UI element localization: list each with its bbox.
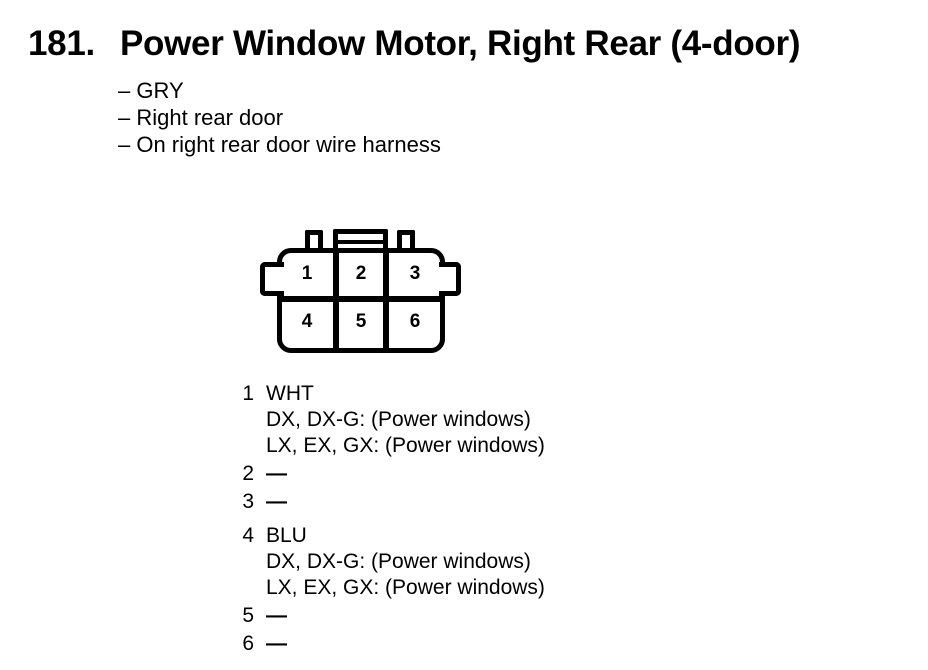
pin-number: 5 (242, 604, 254, 627)
pin-number: 6 (242, 632, 254, 655)
cavity-5: 5 (355, 311, 367, 332)
pin-description: — (266, 489, 288, 515)
pin-row-1: 1 WHT DX, DX-G: (Power windows) LX, EX, … (160, 381, 780, 459)
connector-ear-right (439, 262, 461, 296)
wire-color: BLU (266, 524, 307, 547)
title-text: Power Window Motor, Right Rear (4-door) (120, 24, 801, 63)
detail-harness: – On right rear door wire harness (118, 132, 441, 157)
cavity-6: 6 (409, 311, 421, 332)
pin-row-5: 5 — (160, 603, 780, 629)
no-connection-dash: — (266, 490, 288, 513)
item-number: 181. (28, 24, 95, 63)
pin-number: 1 (242, 382, 254, 405)
connector-diagram: 1 2 3 4 5 6 (255, 225, 470, 365)
pin-description: — (266, 603, 288, 629)
connector-tab-left (305, 230, 323, 250)
no-connection-dash: — (266, 604, 288, 627)
no-connection-dash: — (266, 462, 288, 485)
pin-description: — (266, 631, 288, 657)
trim-note: DX, DX-G: (Power windows) (266, 550, 531, 573)
no-connection-dash: — (266, 632, 288, 655)
detail-list: – GRY – Right rear door – On right rear … (118, 77, 441, 158)
pin-number: 3 (242, 490, 254, 513)
connector-ear-left (260, 262, 284, 296)
pin-description: BLU DX, DX-G: (Power windows) LX, EX, GX… (266, 523, 545, 601)
pin-number: 2 (242, 462, 254, 485)
pin-row-4: 4 BLU DX, DX-G: (Power windows) LX, EX, … (160, 523, 780, 601)
cavity-2: 2 (355, 263, 367, 284)
cavity-4: 4 (301, 311, 313, 332)
detail-location: – Right rear door (118, 105, 284, 130)
pin-description: — (266, 461, 288, 487)
pin-number: 4 (242, 524, 254, 547)
pin-list: 1 WHT DX, DX-G: (Power windows) LX, EX, … (160, 381, 780, 659)
pin-row-6: 6 — (160, 631, 780, 657)
pin-row-3: 3 — (160, 489, 780, 515)
cavity-1: 1 (301, 263, 313, 284)
detail-wire-color: – GRY (118, 78, 184, 103)
trim-note: DX, DX-G: (Power windows) (266, 408, 531, 431)
pin-description: WHT DX, DX-G: (Power windows) LX, EX, GX… (266, 381, 545, 459)
pin-row-2: 2 — (160, 461, 780, 487)
grid-line-horizontal (280, 296, 442, 302)
connector-tab-right (397, 230, 415, 250)
lock-tab-ridge (338, 240, 383, 244)
cavity-3: 3 (409, 263, 421, 284)
trim-note: LX, EX, GX: (Power windows) (266, 434, 545, 457)
connector-lock-tab (333, 229, 388, 250)
wire-color: WHT (266, 382, 314, 405)
page-title: 181. Power Window Motor, Right Rear (4-do… (28, 24, 800, 64)
trim-note: LX, EX, GX: (Power windows) (266, 576, 545, 599)
